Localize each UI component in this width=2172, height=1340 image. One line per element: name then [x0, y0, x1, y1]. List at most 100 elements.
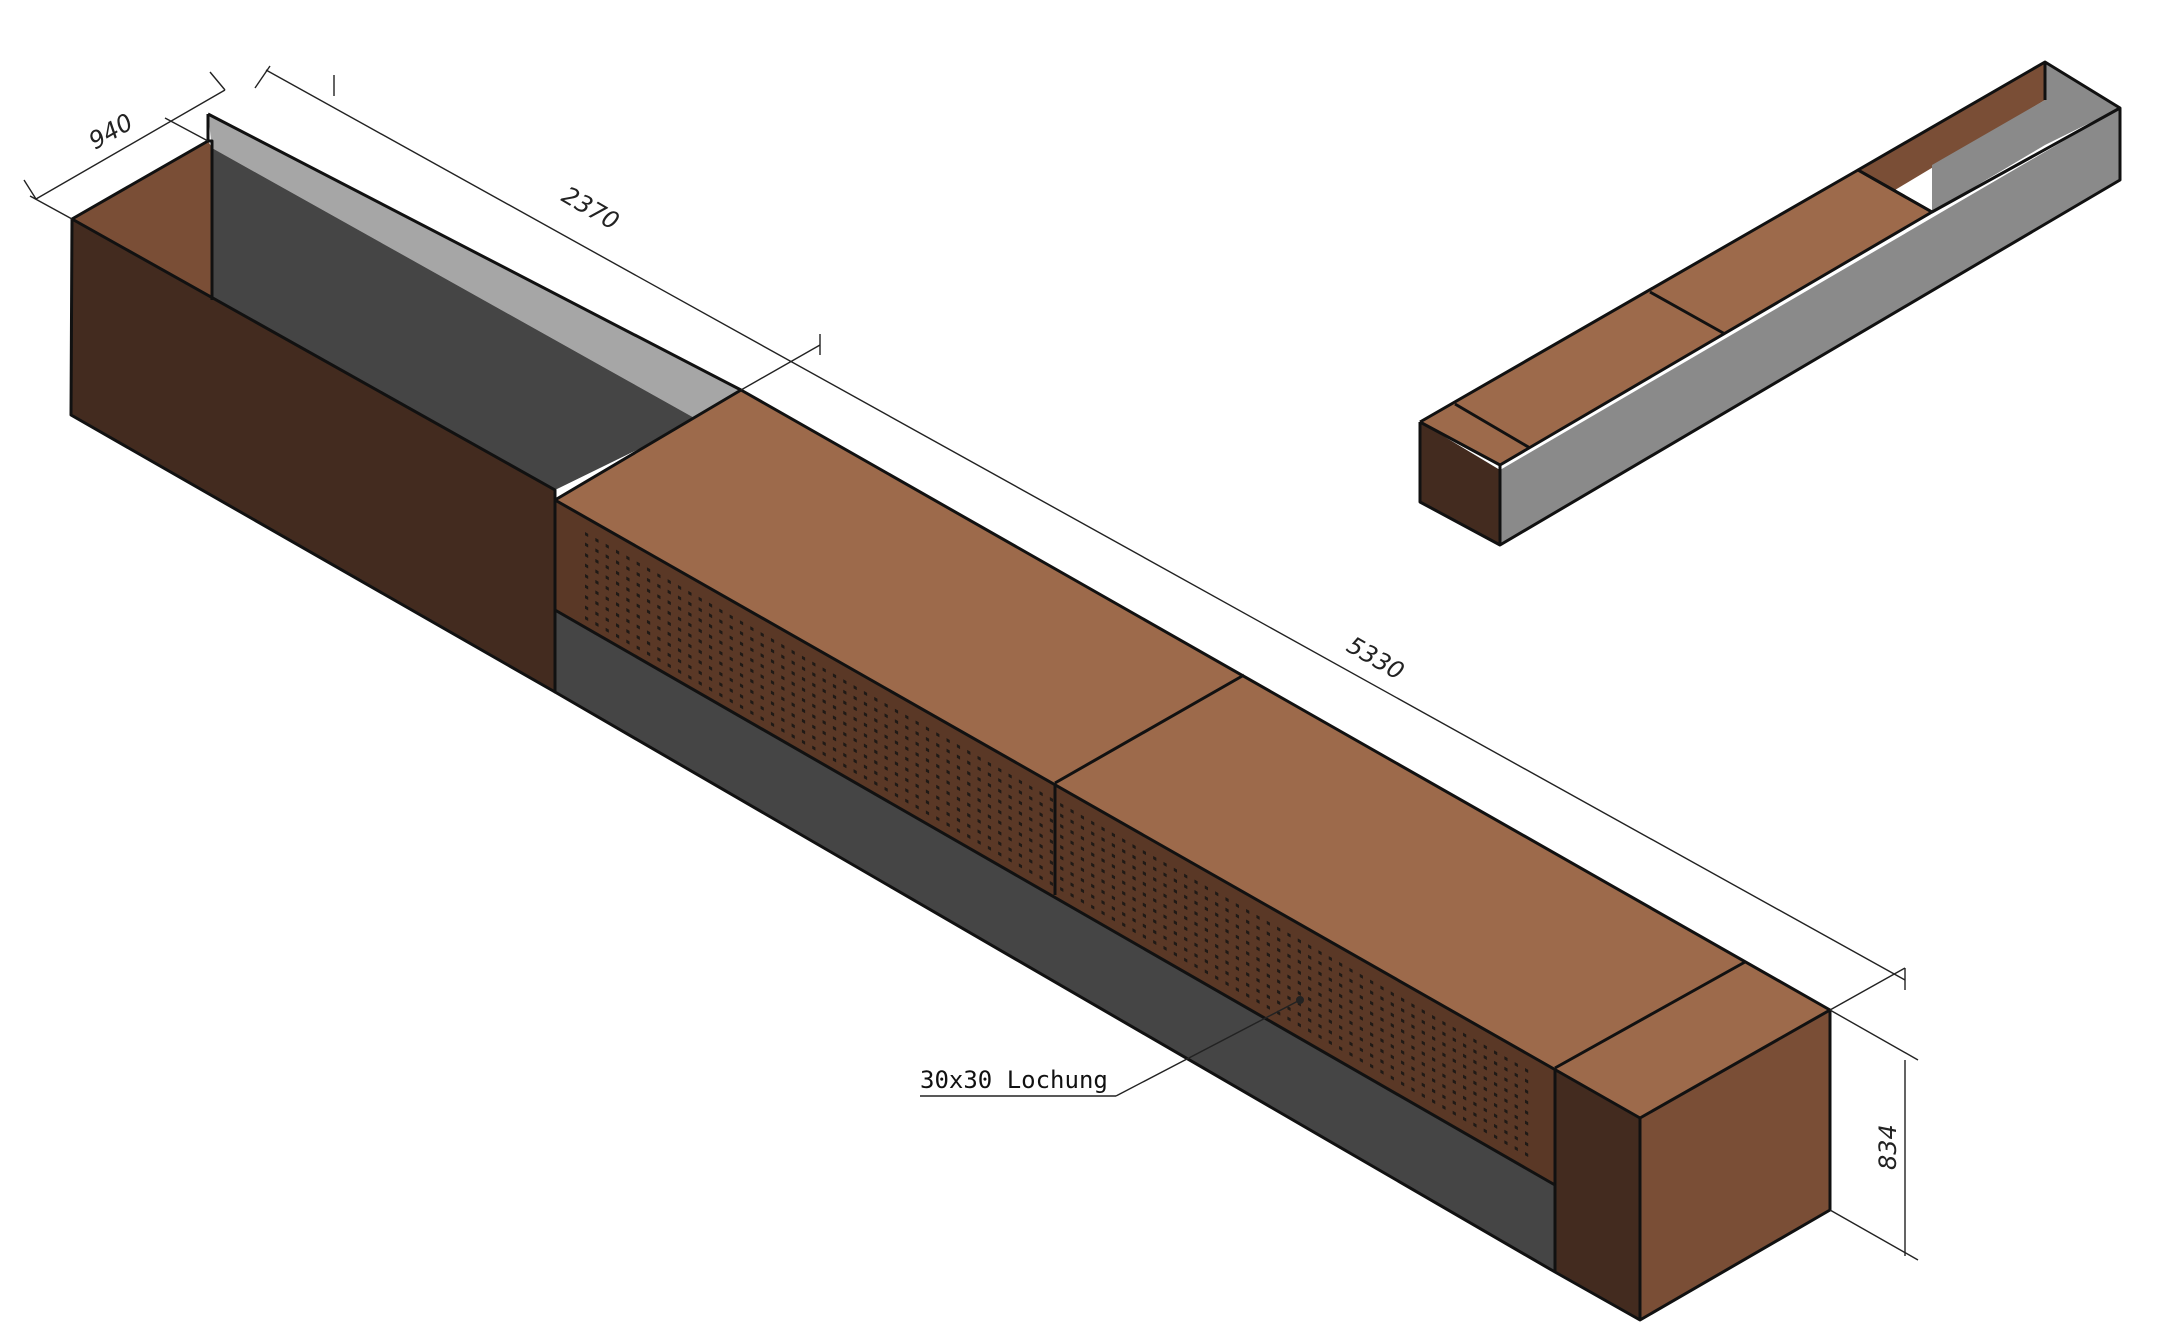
perforation-hole: [1525, 1078, 1529, 1084]
perforation-hole: [1473, 1049, 1477, 1055]
perforation-hole: [915, 783, 919, 789]
perforation-hole: [1452, 1100, 1456, 1106]
perforation-hole: [688, 674, 692, 680]
perforation-hole: [925, 810, 930, 816]
perforation-hole: [781, 727, 785, 733]
perforation-hole: [1194, 921, 1198, 927]
perforation-hole: [1483, 1096, 1487, 1102]
perforation-hole: [915, 720, 919, 726]
perforation-hole: [791, 723, 795, 729]
perforation-hole: [1297, 1022, 1301, 1028]
perforation-hole: [1287, 964, 1291, 970]
perforation-hole: [1091, 904, 1095, 910]
perforation-hole: [1060, 834, 1064, 840]
perforation-hole: [750, 678, 754, 684]
perforation-hole: [626, 555, 630, 561]
perforation-hole: [1070, 808, 1074, 814]
perforation-hole: [998, 830, 1002, 836]
perforation-hole: [1266, 1004, 1270, 1010]
perforation-hole: [946, 780, 950, 786]
perforation-hole: [791, 712, 795, 718]
perforation-hole: [626, 629, 630, 635]
perforation-hole: [1297, 948, 1301, 954]
perforation-hole: [595, 579, 599, 585]
perforation-hole: [1401, 1049, 1405, 1055]
perforation-hole: [1370, 1032, 1374, 1038]
perforation-hole: [1256, 925, 1260, 931]
perforation-hole: [677, 606, 682, 612]
perforation-hole: [801, 729, 806, 735]
perforation-hole: [615, 602, 620, 608]
perforation-hole: [874, 770, 878, 776]
perforation-hole: [698, 649, 702, 655]
perforation-hole: [925, 778, 930, 784]
perforation-hole: [1349, 1051, 1353, 1057]
perforation-hole: [1380, 1027, 1384, 1033]
perforation-hole: [750, 689, 754, 695]
perforation-hole: [1463, 1074, 1467, 1080]
perforation-hole: [801, 697, 806, 703]
perforation-hole: [1111, 884, 1116, 890]
perforation-hole: [1091, 820, 1095, 826]
perforation-hole: [667, 663, 671, 669]
perforation-hole: [905, 746, 909, 752]
perforation-hole: [595, 621, 599, 627]
perforation-hole: [729, 624, 733, 630]
perforation-hole: [1173, 930, 1177, 936]
perforation-hole: [781, 717, 785, 723]
perforation-hole: [1380, 1038, 1384, 1044]
perforation-hole: [946, 759, 950, 765]
perforation-hole: [832, 704, 837, 710]
perforation-hole: [1132, 917, 1136, 923]
perforation-hole: [1452, 1089, 1456, 1095]
perforation-hole: [781, 706, 785, 712]
perforation-hole: [1380, 1069, 1384, 1075]
perforation-hole: [1070, 850, 1074, 856]
perforation-hole: [1463, 1106, 1467, 1112]
perforation-hole: [812, 745, 816, 751]
perforation-hole: [1277, 1000, 1281, 1006]
perforation-hole: [605, 606, 609, 612]
perforation-hole: [1504, 1098, 1508, 1104]
perforation-hole: [843, 721, 847, 727]
perforation-hole: [915, 772, 919, 779]
thumb-end-face: [1420, 422, 1500, 545]
perforation-hole: [967, 791, 971, 797]
perforation-hole: [977, 755, 981, 761]
perforation-hole: [688, 632, 692, 638]
perforation-hole: [1256, 935, 1260, 941]
perforation-hole: [1153, 908, 1157, 914]
perforation-hole: [1504, 1077, 1508, 1083]
perforation-hole: [1215, 891, 1219, 897]
perforation-hole: [1101, 868, 1105, 874]
perforation-hole: [791, 681, 795, 687]
perforation-hole: [1339, 993, 1343, 999]
perforation-hole: [1277, 958, 1281, 964]
perforation-hole: [1111, 916, 1116, 922]
perforation-hole: [1049, 870, 1054, 876]
perforation-hole: [998, 820, 1002, 826]
perforation-hole: [1432, 1088, 1436, 1094]
perforation-hole: [1318, 1002, 1322, 1008]
perforation-hole: [1173, 899, 1177, 905]
perforation-hole: [1421, 1040, 1425, 1046]
perforation-hole: [1452, 1037, 1456, 1043]
perforation-hole: [1008, 794, 1012, 800]
perforation-hole: [1163, 935, 1167, 941]
perforation-hole: [791, 702, 795, 708]
perforation-hole: [1060, 865, 1064, 871]
perforation-hole: [1328, 987, 1332, 993]
perforation-hole: [1184, 936, 1188, 942]
overview-planter-bench-thumbnail: [1418, 60, 2122, 547]
perforation-hole: [1070, 871, 1074, 877]
perforation-hole: [853, 769, 857, 775]
perforation-hole: [853, 748, 857, 754]
perforation-hole: [1049, 828, 1054, 834]
perforation-hole: [1235, 924, 1239, 930]
perforation-hole: [853, 695, 857, 701]
perforation-hole: [1452, 1058, 1456, 1064]
perforation-hole: [1132, 854, 1136, 860]
perforation-hole: [1318, 960, 1322, 966]
perforation-hole: [1349, 967, 1353, 973]
perforation-hole: [843, 710, 847, 716]
